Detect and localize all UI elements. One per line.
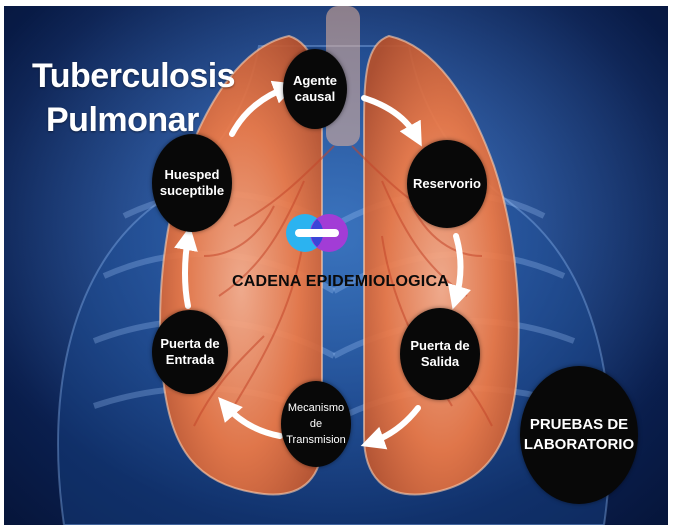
node-huesped-suceptible[interactable]: Huesped suceptible — [152, 134, 232, 232]
node-mecanismo-label: Mecanismo de Transmision — [286, 402, 346, 446]
page-title: Tuberculosis Pulmonar — [32, 54, 236, 142]
node-huesped-suceptible-label: Huesped suceptible — [159, 167, 225, 198]
node-reservorio-label: Reservorio — [413, 176, 481, 191]
node-puerta-de-entrada-label: Puerta de Entrada — [160, 336, 220, 367]
prezi-logo-icon — [286, 214, 348, 252]
slide-canvas: Tuberculosis Pulmonar CADENA EPIDEMIOLOG… — [4, 6, 668, 525]
node-reservorio[interactable]: Reservorio — [407, 140, 487, 228]
node-agente-causal-label: Agente causal — [292, 73, 338, 104]
center-label: CADENA EPIDEMIOLOGICA — [232, 273, 449, 290]
node-pruebas-label: PRUEBAS DE LABORATORIO — [523, 416, 635, 453]
title-line-2: Pulmonar — [46, 101, 199, 139]
node-agente-causal[interactable]: Agente causal — [283, 49, 347, 129]
node-puerta-de-entrada[interactable]: Puerta de Entrada — [152, 310, 228, 394]
node-puerta-de-salida-label: Puerta de Salida — [410, 338, 470, 369]
node-pruebas-de-laboratorio[interactable]: PRUEBAS DE LABORATORIO — [520, 366, 638, 504]
node-mecanismo-de-transmision[interactable]: Mecanismo de Transmision — [281, 381, 351, 467]
title-line-1: Tuberculosis — [32, 57, 236, 95]
node-puerta-de-salida[interactable]: Puerta de Salida — [400, 308, 480, 400]
